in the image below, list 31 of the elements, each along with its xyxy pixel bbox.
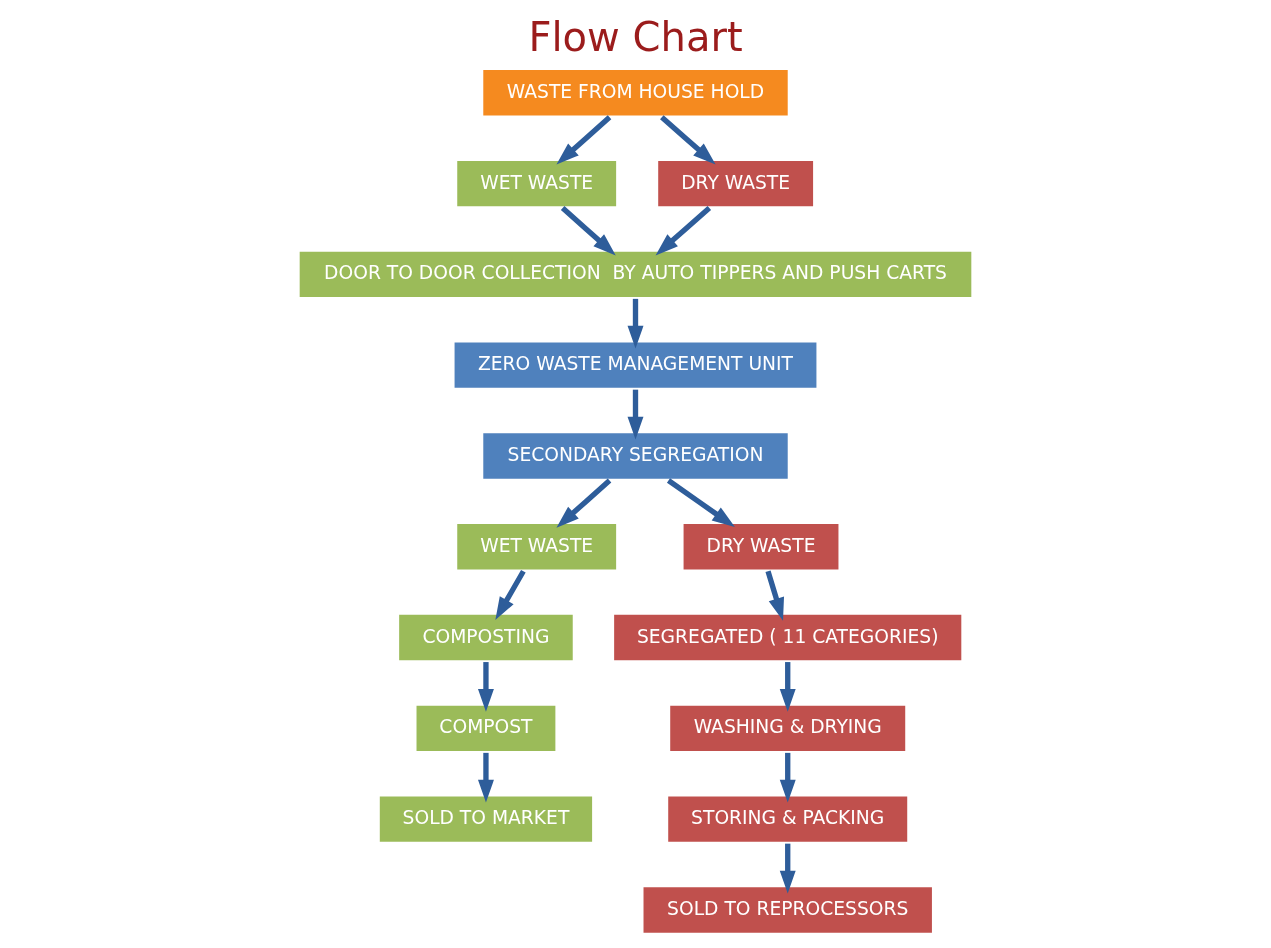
node-box: COMPOST — [413, 703, 559, 754]
arrow — [660, 115, 716, 165]
arrow — [556, 115, 612, 165]
arrow — [560, 206, 616, 256]
arrow — [627, 298, 644, 349]
arrow — [666, 478, 735, 528]
diagram-title: Flow Chart — [528, 14, 743, 61]
arrow — [627, 389, 644, 440]
arrow — [477, 662, 494, 712]
node-box: ZERO WASTE MANAGEMENT UNIT — [451, 339, 820, 391]
node-box: STORING & PACKING — [665, 793, 910, 845]
arrow — [477, 752, 494, 803]
node-box: COMPOSTING — [396, 612, 576, 663]
node-box: WASHING & DRYING — [667, 703, 908, 754]
node-box: SECONDARY SEGREGATION — [480, 430, 791, 482]
arrow — [779, 752, 796, 803]
node-box: DRY WASTE — [655, 158, 816, 209]
node-box: DRY WASTE — [680, 521, 842, 573]
arrow — [655, 206, 712, 256]
arrow — [556, 478, 612, 528]
node-box: DOOR TO DOOR COLLECTION BY AUTO TIPPERS AND PUSH CARTS — [297, 249, 974, 300]
arrow — [765, 570, 785, 621]
arrow — [495, 569, 526, 620]
node-box: SOLD TO MARKET — [377, 793, 595, 845]
node-box: SEGREGATED ( 11 CATEGORIES) — [611, 612, 964, 663]
node-box: SOLD TO REPROCESSORS — [640, 884, 935, 936]
arrow — [779, 843, 796, 894]
node-box: WET WASTE — [454, 521, 619, 573]
node-box: WET WASTE — [454, 158, 619, 209]
node-box: WASTE FROM HOUSE HOLD — [480, 67, 791, 119]
arrow — [779, 662, 796, 712]
